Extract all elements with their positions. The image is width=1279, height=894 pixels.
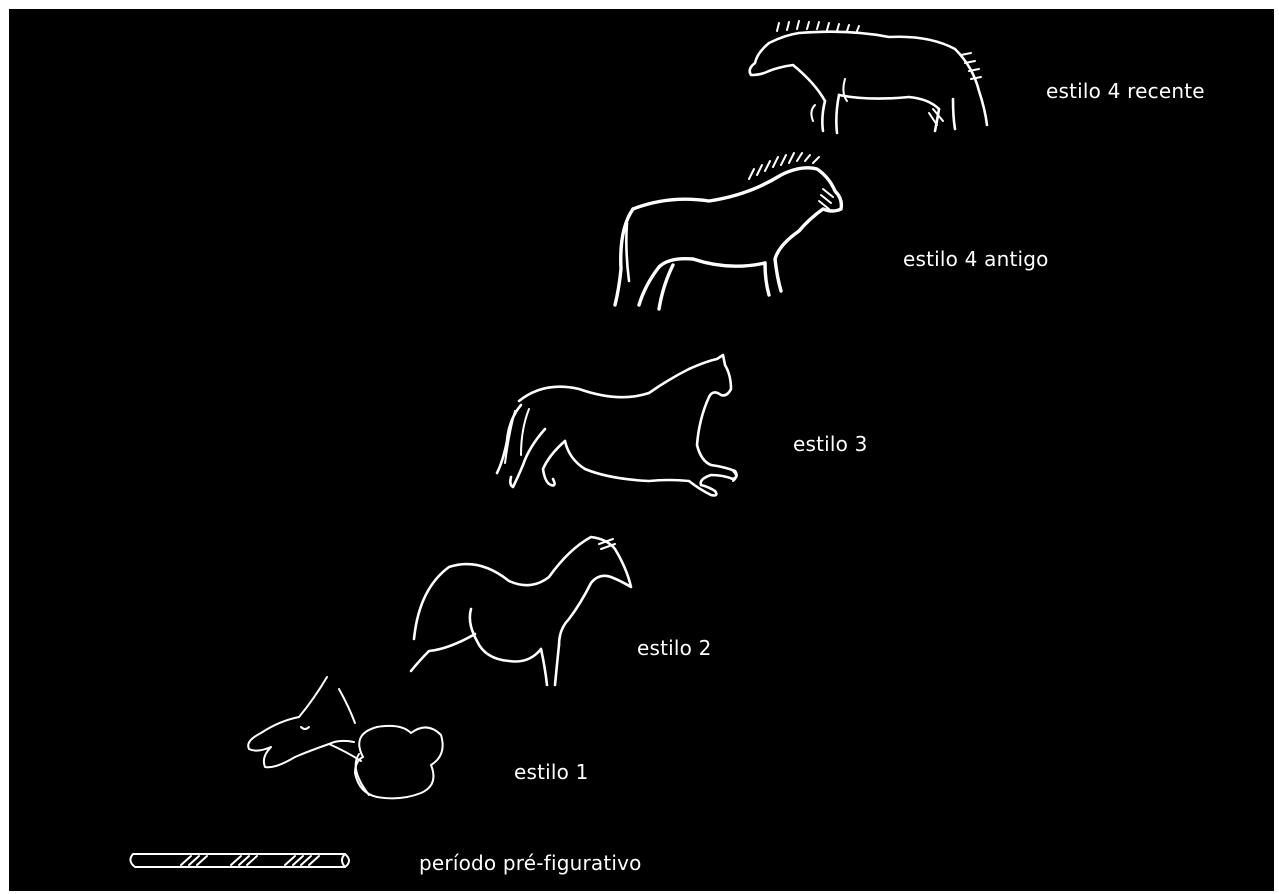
engraved-stick-icon xyxy=(129,853,350,868)
figure-panel: estilo 4 recente estilo 4 antigo estilo … xyxy=(9,9,1274,891)
style-evolution-drawings xyxy=(129,20,989,868)
label-estilo-3: estilo 3 xyxy=(793,432,868,456)
horse-outline-icon-style-4-antigo xyxy=(613,152,844,311)
horse-outline-icon-style-3 xyxy=(495,353,738,497)
label-estilo-4-antigo: estilo 4 antigo xyxy=(903,247,1049,271)
label-estilo-1: estilo 1 xyxy=(514,760,589,784)
horse-outline-icon-style-2 xyxy=(409,535,633,687)
horse-outline-icon-style-4-recente xyxy=(748,20,989,135)
abstract-animal-head-icon xyxy=(247,676,444,800)
label-periodo-pre-figurativo: período pré-figurativo xyxy=(419,851,642,875)
label-estilo-2: estilo 2 xyxy=(637,636,712,660)
label-estilo-4-recente: estilo 4 recente xyxy=(1046,79,1205,103)
